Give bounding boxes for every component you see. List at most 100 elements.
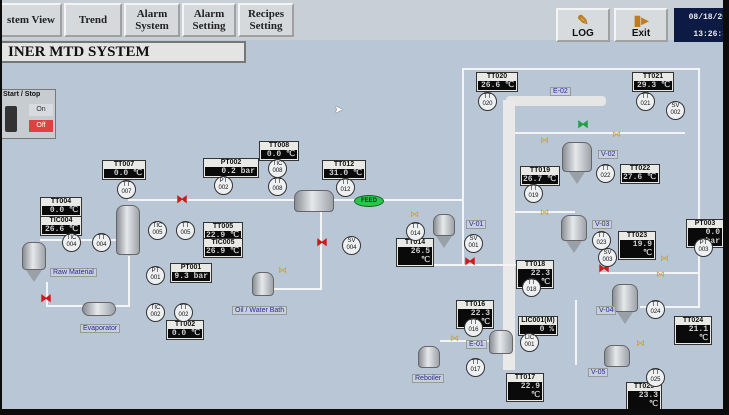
instrument-bubble[interactable]: SV 004 <box>342 236 361 255</box>
nav-system-view-button[interactable]: stem View <box>0 3 62 37</box>
manual-valve-icon[interactable]: ⋈ <box>540 207 549 217</box>
v04-cone <box>617 312 633 324</box>
instrument-bubble[interactable]: LIC 001 <box>520 333 539 352</box>
raw-material-tank <box>22 242 46 270</box>
pipe <box>698 68 700 308</box>
manual-valve-icon[interactable]: ⋈ <box>540 135 549 145</box>
instrument-bubble[interactable]: TT 016 <box>464 318 483 337</box>
instrument-bubble[interactable]: TT 008 <box>268 177 287 196</box>
manual-valve-icon[interactable]: ⋈ <box>278 265 287 275</box>
evaporator-label: Evaporator <box>80 324 121 333</box>
v05-label: V-05 <box>588 368 609 377</box>
evaporator-vessel <box>82 302 116 316</box>
datetime-display: 08/18/20 13:26:3 <box>674 8 729 42</box>
v04-label: V-04 <box>596 306 617 315</box>
nav-alarm-setting-button[interactable]: Alarm Setting <box>182 3 236 37</box>
v02-cone <box>569 172 585 184</box>
time-readout: 13:26:3 <box>693 30 727 39</box>
raw-material-tank-cone <box>26 270 42 282</box>
monitor-bezel-bottom <box>0 409 729 415</box>
log-button[interactable]: ✎ LOG <box>556 8 610 42</box>
v03-cone <box>566 241 582 253</box>
pipe <box>640 306 700 308</box>
manual-valve-icon[interactable]: ⋈ <box>450 333 459 343</box>
page-title: INER MTD SYSTEM <box>0 41 246 63</box>
instrument-bubble[interactable]: SV 001 <box>464 234 483 253</box>
date-readout: 08/18/20 <box>688 13 727 22</box>
instrument-bubble[interactable]: TT 007 <box>117 180 136 199</box>
instrument-bubble[interactable]: TIC 008 <box>268 159 287 178</box>
manual-valve-icon[interactable]: ⋈ <box>656 269 665 279</box>
top-navigation-bar: stem View Trend Alarm System Alarm Setti… <box>0 0 729 42</box>
instrument-bubble[interactable]: TT 022 <box>596 164 615 183</box>
instrument-bubble[interactable]: SV 002 <box>666 101 685 120</box>
instrument-bubble[interactable]: TT 024 <box>646 300 665 319</box>
e01-vessel <box>489 330 513 354</box>
manual-valve-icon[interactable]: ⋈ <box>612 129 621 139</box>
instrument-bubble[interactable]: TT 012 <box>336 178 355 197</box>
pipe <box>515 211 575 213</box>
control-valve-icon[interactable]: ⧓ <box>316 235 328 249</box>
instrument-bubble[interactable]: TT 025 <box>646 368 665 387</box>
nav-alarm-system-button[interactable]: Alarm System <box>124 3 180 37</box>
control-valve-icon[interactable]: ⧓ <box>464 254 476 268</box>
instrument-bubble[interactable]: PT 001 <box>146 266 165 285</box>
off-button[interactable]: Off <box>29 120 53 132</box>
instrument-bubble[interactable]: PT 003 <box>694 238 713 257</box>
instrument-bubble[interactable]: TIC 004 <box>62 233 81 252</box>
instrument-bubble[interactable]: PT 002 <box>214 176 233 195</box>
instrument-bubble[interactable]: TIC 005 <box>148 221 167 240</box>
e02-label: E-02 <box>550 87 571 96</box>
pipe <box>462 68 700 70</box>
v02-label: V-02 <box>598 150 619 159</box>
manual-valve-icon[interactable]: ⋈ <box>636 338 645 348</box>
e01-label: E-01 <box>466 340 487 349</box>
evaporator-column <box>116 205 140 255</box>
nav-recipes-setting-button[interactable]: Recipes Setting <box>238 3 294 37</box>
instrument-bubble[interactable]: TT 005 <box>176 221 195 240</box>
v02-vessel <box>562 142 592 172</box>
valve-icon[interactable]: ⧓ <box>40 291 52 305</box>
start-stop-switch[interactable] <box>5 106 17 132</box>
instrument-bubble[interactable]: TT 004 <box>92 233 111 252</box>
instrument-bubble[interactable]: SV 003 <box>598 248 617 267</box>
column-pipe <box>503 100 515 370</box>
instrument-bubble[interactable]: TT 002 <box>174 303 193 322</box>
instrument-bubble[interactable]: TT 019 <box>524 184 543 203</box>
nav-trend-button[interactable]: Trend <box>64 3 122 37</box>
pipe <box>515 132 685 134</box>
start-stop-label: Start / Stop <box>3 91 41 98</box>
exit-button[interactable]: ▮▸ Exit <box>614 8 668 42</box>
mixing-tank <box>294 190 334 212</box>
three-way-valve-icon[interactable]: ⧓ <box>577 117 589 131</box>
instrument-bubble[interactable]: TT 014 <box>406 222 425 241</box>
instrument-bubble[interactable]: TT 018 <box>522 278 541 297</box>
instrument-bubble[interactable]: TT 021 <box>636 92 655 111</box>
feed-pump[interactable]: FEED <box>354 195 384 207</box>
manual-valve-icon[interactable]: ⋈ <box>410 209 419 219</box>
instrument-bubble[interactable]: TT 020 <box>478 92 497 111</box>
oil-water-bath-tank <box>252 272 274 296</box>
v01-vessel <box>433 214 455 236</box>
instrument-bubble[interactable]: TIC 002 <box>146 303 165 322</box>
manual-valve-icon[interactable]: ⋈ <box>660 253 669 263</box>
instrument-bubble[interactable]: TT 017 <box>466 358 485 377</box>
control-valve-icon[interactable]: ⧓ <box>176 192 188 206</box>
oil-water-bath-label: Oil / Water Bath <box>232 306 288 315</box>
on-button[interactable]: On <box>29 104 53 116</box>
